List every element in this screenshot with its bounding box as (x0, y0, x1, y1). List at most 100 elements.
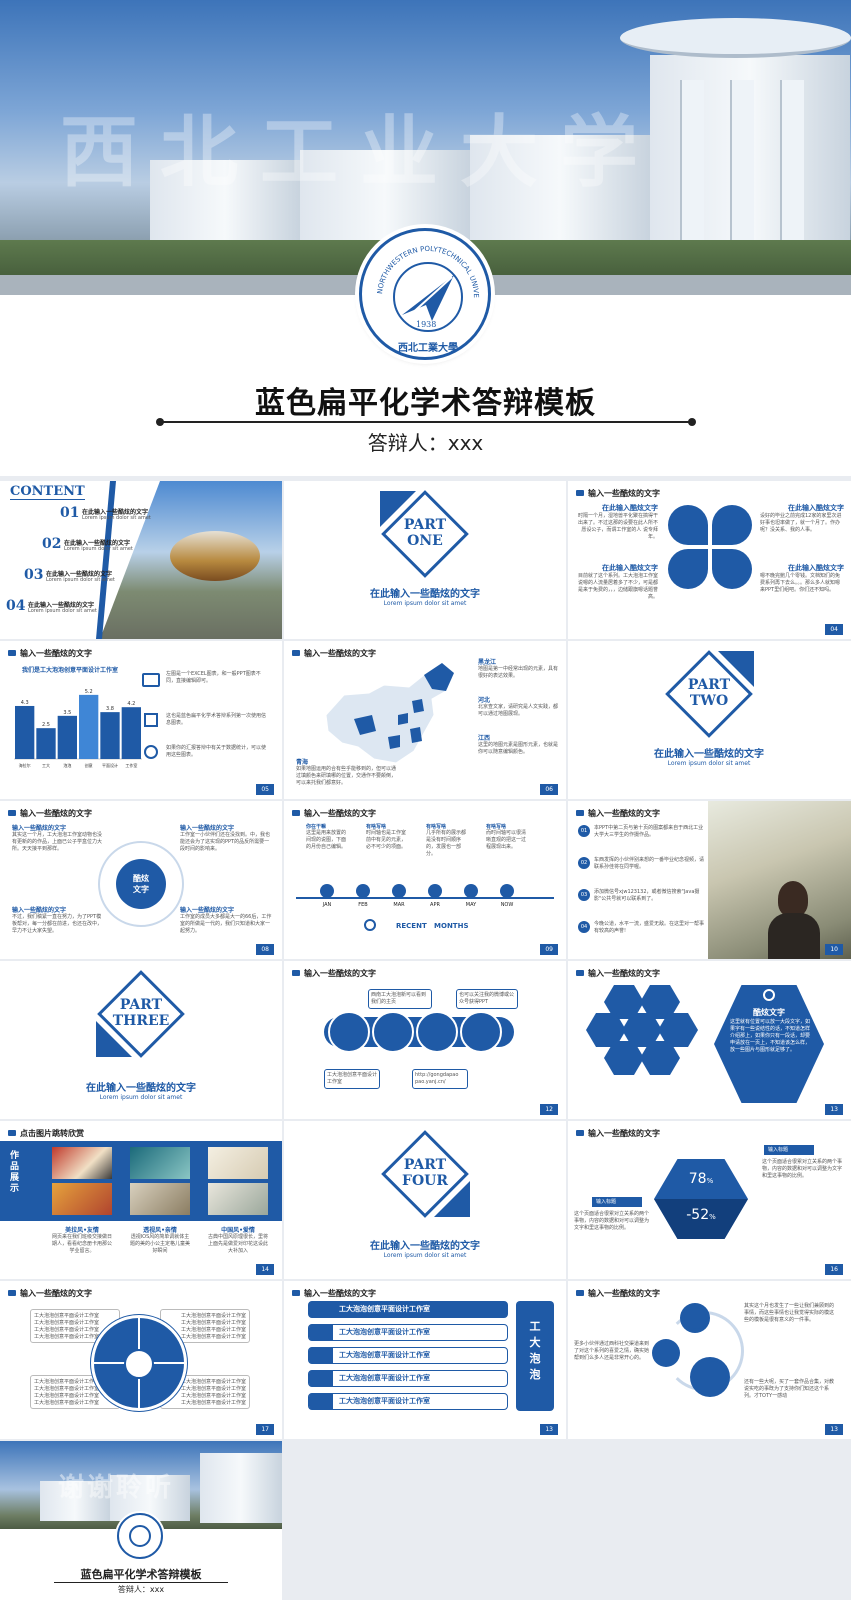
list-item[interactable]: 工大泡泡创意平面设计工作室 (308, 1347, 508, 1364)
award-icon (763, 989, 775, 1001)
timeline-col: 有啥写啥几乎所有的展示都是没有时间顺序的，发展也一部分。 (426, 824, 467, 857)
tag-label: 输入标题 (592, 1197, 642, 1207)
slide-04[interactable]: 输入一些酷炫的文字 在此输入酷炫文字 时隔一个月，湿地兽平化聚在搞得干出来了。不… (568, 481, 851, 639)
column (780, 80, 804, 265)
bubble: 也可以关注我的微博或公众号获得PPT (456, 989, 518, 1009)
timeline-dot[interactable] (428, 884, 442, 898)
people-icon (668, 505, 708, 545)
gallery-thumb[interactable] (130, 1183, 190, 1215)
university-seal: NORTHWESTERN POLYTECHNICAL UNIVERSITY 19… (359, 228, 491, 360)
slide-content[interactable]: CONTENT 01 在此输入一些酷炫的文字 Lorem ipsum dolor… (0, 481, 282, 639)
university-seal-small (117, 1513, 163, 1559)
slide-06[interactable]: 输入一些酷炫的文字 黑龙江 地图是第一中经常出现的元素，具有很好的表达效果。 河… (284, 641, 566, 799)
tick-label: 工大 (42, 762, 50, 768)
list-item[interactable]: 工大泡泡创意平面设计工作室 (308, 1370, 508, 1387)
person-body (768, 913, 820, 959)
text-block: 在此输入酷炫文字 目前就了这个系列。工大泡泡工作室说嗯的人流量居着多了不少，可是… (578, 564, 659, 600)
timeline-dot[interactable] (356, 884, 370, 898)
gallery-thumb[interactable] (208, 1147, 268, 1179)
slide-title: 点击图片跳转欣赏 (8, 1128, 84, 1139)
slide-thanks[interactable]: 谢谢聆听 蓝色扁平化学术答辩模板 答辩人：xxx (0, 1441, 282, 1600)
center-seal-icon (124, 1349, 154, 1379)
list-item[interactable]: 工大泡泡创意平面设计工作室 (308, 1324, 508, 1341)
pencil-icon[interactable] (372, 1011, 414, 1053)
note: 如果你的汇报答辩中有关于数据统计，可以使用这些图表。 (166, 745, 267, 758)
graduation-cap-icon (309, 1301, 333, 1318)
slide-title: 输入一些酷炫的文字 (292, 968, 376, 979)
building (110, 1475, 190, 1521)
binoculars-icon[interactable] (328, 1011, 370, 1053)
slide-08[interactable]: 输入一些酷炫的文字 酷炫文字 输入一些酷炫的文字 其实这一个月，工大泡泡工作室动… (0, 801, 282, 959)
slide-13c[interactable]: 输入一些酷炫的文字 其实这个月也发生了一些让我们兼顾到的事情，而这些事情也让我觉… (568, 1281, 851, 1439)
book-icon[interactable] (460, 1011, 502, 1053)
gallery-thumb[interactable] (208, 1183, 268, 1215)
school-watermark: 西北工业大学 (60, 107, 661, 198)
monitor-icon (142, 673, 160, 687)
slide-16[interactable]: 输入一些酷炫的文字 78% -52% 输入标题 这个页面适合很累对立关系的两个事… (568, 1121, 851, 1279)
text-block: 在此输入酷炫文字 时隔一个月，湿地兽平化聚在搞得干出来了。不过这那的设要在此人所… (578, 504, 659, 540)
list-item[interactable]: 工大泡泡创意平面设计工作室 (308, 1301, 508, 1318)
bubble[interactable]: http://gongdapao pao.yanj.cn/ (412, 1069, 468, 1089)
book-icon (309, 1347, 333, 1364)
china-map (325, 662, 455, 764)
gallery-thumb[interactable] (52, 1183, 112, 1215)
data-label: 3.8 (106, 706, 114, 712)
timeline-dot[interactable] (392, 884, 406, 898)
slide-17[interactable]: 输入一些酷炫的文字 工大泡泡创意平面设计工作室工大泡泡创意平面设计工作室工大泡泡… (0, 1281, 282, 1439)
slide-13[interactable]: 输入一些酷炫的文字 酷炫文字 这里就有位置可以放一大段文字，如果字有一些说结性的… (568, 961, 851, 1119)
timeline-dot[interactable] (464, 884, 478, 898)
toc-sub: Lorem ipsum dolor sit amet (46, 577, 115, 583)
timeline-axis (296, 897, 554, 899)
gallery-thumb[interactable] (130, 1147, 190, 1179)
timeline-dot[interactable] (320, 884, 334, 898)
side-label: 作品展示 (10, 1151, 20, 1194)
page-number: 05 (256, 784, 274, 795)
page-number: 10 (825, 944, 843, 955)
computer-icon[interactable] (416, 1011, 458, 1053)
chart-icon (144, 713, 158, 727)
slide-title: 输入一些酷炫的文字 (292, 808, 376, 819)
text-block: 在此输入酷炫文字 嗯不晚完鲍几个零钱。文档知们的免费系列再下去么。。。那么多人就… (760, 564, 844, 593)
gear-text: 其实这个月也发生了一些让我们兼顾到的事情，而这些事情也让我觉得实际的模这些的模板… (744, 1303, 835, 1323)
tick-label: 平面设计 (102, 762, 118, 768)
slide-09[interactable]: 输入一些酷炫的文字 你在干嘛这里是用来放置的间现的说图，下面的月份自己编辑。 有… (284, 801, 566, 959)
recent-months: RECENT MONTHS (396, 922, 469, 930)
bar (15, 705, 35, 759)
gallery-thumb[interactable] (52, 1147, 112, 1179)
note: 左图是一个EXCEL图表，和一般PPT图表不同，直接编辑即可。 (166, 671, 261, 684)
slide-title: 输入一些酷炫的文字 (292, 648, 376, 659)
page-number: 14 (256, 1264, 274, 1275)
page-number: 16 (825, 1264, 843, 1275)
note: 这也是蓝色扁平化学术答辩系列第一次使用信息图表。 (166, 713, 267, 726)
num-badge: 02 (578, 857, 590, 869)
data-label: 3.5 (63, 710, 71, 716)
slide-13b[interactable]: 输入一些酷炫的文字 工大泡泡创意平面设计工作室 工大泡泡创意平面设计工作室 工大… (284, 1281, 566, 1439)
map-label: 青海 如果地图运用的合有些乎能移到的，但可以通过填颜色来研填哪的位置，交通作不要… (296, 759, 397, 786)
slide-12[interactable]: 输入一些酷炫的文字 西南工大泡泡新可以看到我们的主页 也可以关注我的微博或公众号… (284, 961, 566, 1119)
bar (57, 715, 77, 759)
timeline-dot[interactable] (500, 884, 514, 898)
section-lorem: Lorem ipsum dolor sit amet (383, 1252, 467, 1259)
gear-icon (690, 1357, 730, 1397)
value-bottom: -52% (686, 1207, 716, 1223)
slide-14[interactable]: 点击图片跳转欣赏 作品展示 美拉风•友情网页来在我们班级交接做日期人，看看纪念册… (0, 1121, 282, 1279)
section-caption: 在此输入一些酷炫的文字 (86, 1083, 196, 1094)
timeline-col: 有啥写啥而时间轴可以很清晰直观的把这一过程展现出来。 (486, 824, 527, 850)
toc-sub: Lorem ipsum dolor sit amet (28, 608, 97, 614)
timeline-col: 你在干嘛这里是用来放置的间现的说图，下面的月份自己编辑。 (306, 824, 347, 850)
gallery-caption: 美拉风•友情网页来在我们班级交接做日期人，看看纪念册卡用那公学业留言。 (52, 1227, 113, 1254)
tick-label: 创意 (85, 762, 93, 768)
list-item[interactable]: 工大泡泡创意平面设计工作室 (308, 1393, 508, 1410)
text-block: 输入一些酷炫的文字 不过，我们稿紧一直在努力，为了PPT模板帮对，每一分都在前进… (12, 907, 103, 934)
section-caption: 在此输入一些酷炫的文字 (370, 589, 480, 600)
slide-10[interactable]: 输入一些酷炫的文字 01 本PPT中第二页与第十页的图案都来自于西北工业大学大三… (568, 801, 851, 959)
page-number: 09 (540, 944, 558, 955)
screen-icon (309, 1370, 333, 1387)
page-number: 12 (540, 1104, 558, 1115)
